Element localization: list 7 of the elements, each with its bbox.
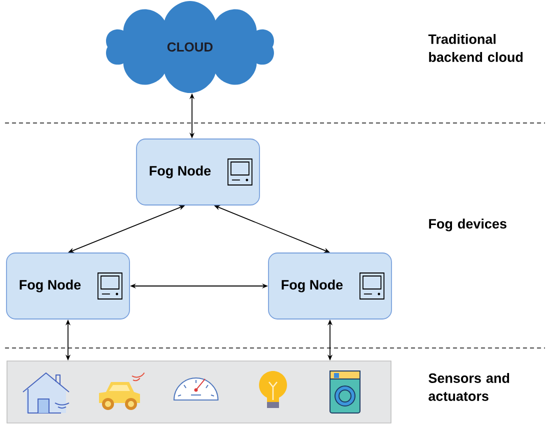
cloud: CLOUD bbox=[106, 1, 274, 93]
fog-node-box: Fog Node bbox=[136, 138, 260, 206]
layer-label: Sensors and actuators bbox=[428, 373, 510, 401]
layer-label: Traditional backend cloud bbox=[428, 34, 523, 62]
fog-node-box: Fog Node bbox=[6, 252, 130, 320]
layer-label: Fog devices bbox=[429, 218, 506, 232]
fog-node-box: Fog Node bbox=[268, 252, 392, 320]
